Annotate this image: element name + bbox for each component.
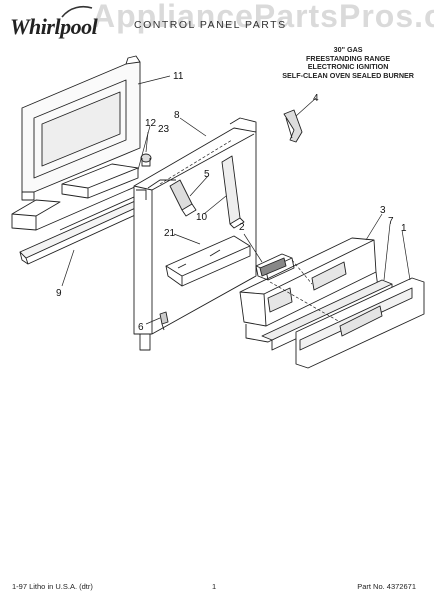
footer-page-number: 1 [212, 582, 217, 591]
callout-12: 12 [145, 118, 157, 129]
callout-11: 11 [173, 71, 184, 82]
callout-4: 4 [313, 93, 319, 104]
watermark-text: AppliancePartsPros.com [92, 0, 434, 34]
part-3-control-housing [239, 237, 379, 343]
part-11-rear-bracket [21, 55, 141, 201]
callout-23: 23 [158, 124, 170, 135]
part-8-control-panel-frame [133, 117, 257, 351]
model-line-4: SELF-CLEAN OVEN SEALED BURNER [282, 70, 414, 80]
callout-3: 3 [380, 205, 386, 216]
part-1-front-overlay [295, 277, 425, 369]
model-line-2: FREESTANDING RANGE [306, 53, 391, 63]
footer-litho: 1-97 Litho in U.S.A. (dtr) [12, 582, 93, 591]
callout-1: 1 [401, 223, 407, 234]
model-line-1: 30" GAS [333, 45, 363, 54]
part-21-bottom-bracket [165, 235, 251, 287]
callout-2: 2 [239, 222, 245, 233]
part-5-bracket [169, 179, 197, 217]
model-line-3: ELECTRONIC IGNITION [307, 62, 389, 71]
brand-swoosh-icon [61, 5, 93, 18]
callout-10: 10 [196, 212, 208, 223]
callout-numbers: 11 12 23 8 4 5 10 21 2 3 7 1 9 6 [56, 71, 407, 333]
part-4-hinge [283, 109, 303, 143]
callout-8: 8 [174, 110, 180, 121]
brand-logo: Whirlpool [10, 14, 98, 39]
part-23-clip [140, 153, 152, 167]
callout-9: 9 [56, 288, 62, 299]
model-description: 30" GAS FREESTANDING RANGE ELECTRONIC IG… [282, 45, 414, 80]
part-10-bracket [221, 155, 245, 229]
part-12-spacer-block [61, 163, 139, 199]
alignment-lines [159, 139, 341, 323]
callout-7: 7 [388, 216, 394, 227]
footer-part-number: Part No. 4372671 [357, 582, 416, 591]
part-6-screw [159, 311, 169, 331]
callout-6: 6 [138, 322, 144, 333]
callout-5: 5 [204, 169, 210, 180]
leader-lines [61, 75, 411, 325]
part-2-display-module [255, 253, 295, 281]
callout-21: 21 [164, 228, 176, 239]
section-title: CONTROL PANEL PARTS [134, 19, 287, 31]
